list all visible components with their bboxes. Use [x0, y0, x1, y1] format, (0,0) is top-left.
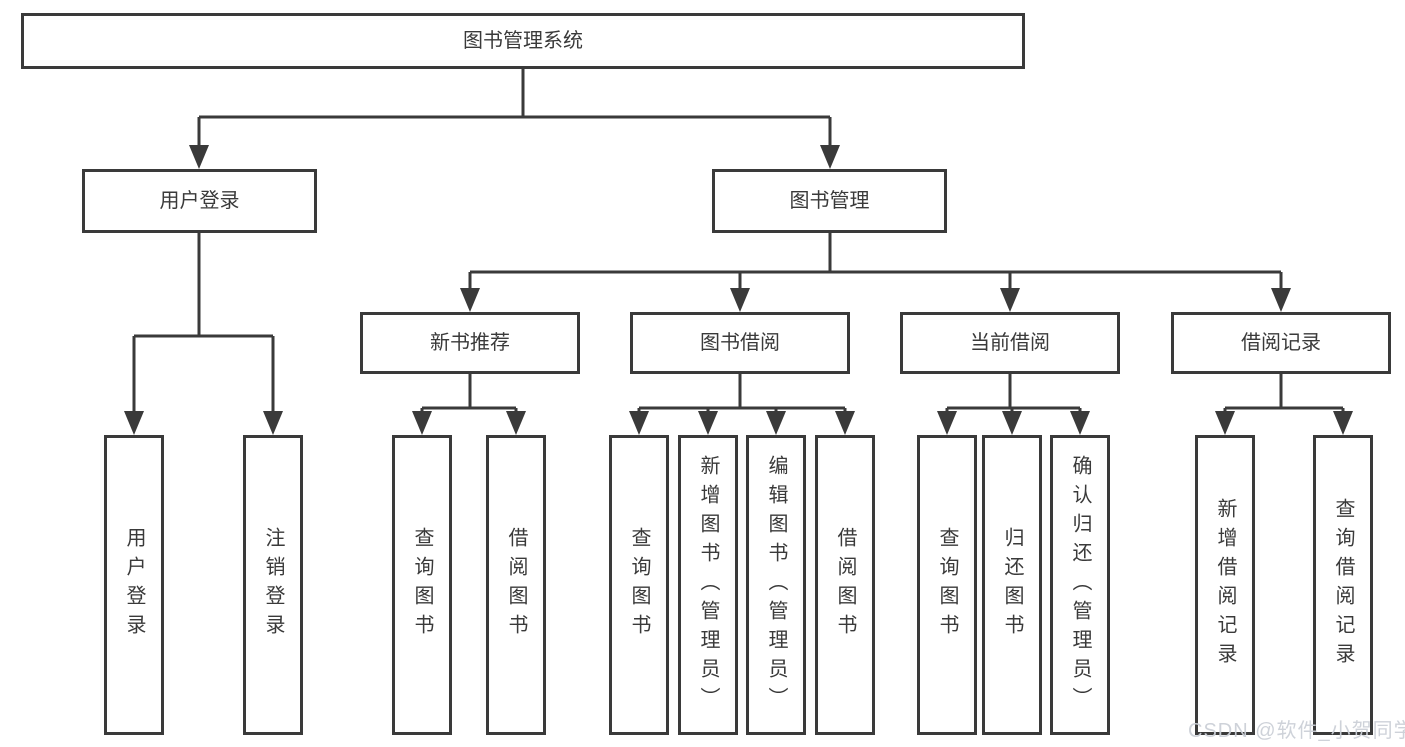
- node-user-login: 用户登录: [82, 169, 317, 233]
- node-new-book-recommendation: 新书推荐: [360, 312, 580, 374]
- node-book-management: 图书管理: [712, 169, 947, 233]
- node-borrowing-records: 借阅记录: [1171, 312, 1391, 374]
- leaf-label: 编辑图书（管理员）: [765, 454, 787, 716]
- leaf-return-books: 归还图书: [982, 435, 1042, 735]
- node-book-borrowing: 图书借阅: [630, 312, 850, 374]
- leaf-label: 注销登录: [262, 527, 284, 643]
- leaf-label: 查询借阅记录: [1332, 498, 1354, 672]
- leaf-query-books: 查询图书: [609, 435, 669, 735]
- leaf-edit-books-admin: 编辑图书（管理员）: [746, 435, 806, 735]
- node-library-management-system: 图书管理系统: [21, 13, 1025, 69]
- node-label: 新书推荐: [430, 332, 510, 354]
- leaf-confirm-return-admin: 确认归还（管理员）: [1050, 435, 1110, 735]
- leaf-borrow-books: 借阅图书: [815, 435, 875, 735]
- leaf-label: 新增借阅记录: [1214, 498, 1236, 672]
- leaf-query-books: 查询图书: [917, 435, 977, 735]
- leaf-borrow-books: 借阅图书: [486, 435, 546, 735]
- leaf-add-borrow-record: 新增借阅记录: [1195, 435, 1255, 735]
- leaf-label: 确认归还（管理员）: [1069, 454, 1091, 716]
- csdn-watermark: CSDN @软件_小贺同学: [1188, 720, 1405, 742]
- leaf-label: 借阅图书: [834, 527, 856, 643]
- leaf-query-borrow-record: 查询借阅记录: [1313, 435, 1373, 735]
- leaf-add-books-admin: 新增图书（管理员）: [678, 435, 738, 735]
- leaf-label: 查询图书: [628, 527, 650, 643]
- node-label: 图书管理: [789, 190, 870, 212]
- node-label: 当前借阅: [970, 332, 1050, 354]
- leaf-label: 查询图书: [936, 527, 958, 643]
- leaf-query-books: 查询图书: [392, 435, 452, 735]
- node-label: 借阅记录: [1241, 332, 1321, 354]
- node-label: 图书借阅: [700, 332, 780, 354]
- leaf-label: 新增图书（管理员）: [697, 454, 719, 716]
- leaf-label: 用户登录: [123, 527, 145, 643]
- node-label: 图书管理系统: [463, 30, 583, 52]
- leaf-label: 归还图书: [1001, 527, 1023, 643]
- node-current-borrowing: 当前借阅: [900, 312, 1120, 374]
- leaf-label: 借阅图书: [505, 527, 527, 643]
- leaf-label: 查询图书: [411, 527, 433, 643]
- node-label: 用户登录: [159, 190, 240, 212]
- leaf-user-login: 用户登录: [104, 435, 164, 735]
- leaf-logout: 注销登录: [243, 435, 303, 735]
